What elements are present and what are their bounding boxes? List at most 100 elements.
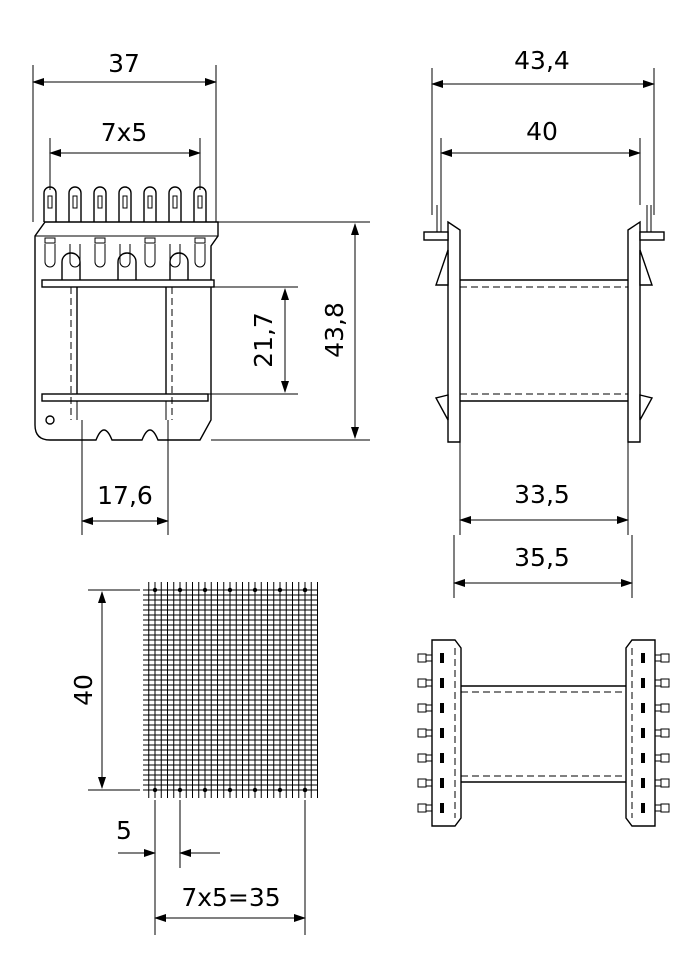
front-pin-hole [172, 195, 178, 209]
front-bottom-flange [41, 393, 209, 402]
dim-label-7x5: 7x5 [101, 118, 148, 147]
front-top-flange [41, 279, 215, 288]
front-hole [45, 415, 55, 425]
top-pin-right-slot [641, 778, 645, 788]
top-pin-right-inner [654, 654, 662, 662]
grid-pin-dot [227, 787, 233, 793]
grid-pin-dot [202, 787, 208, 793]
front-pin [143, 186, 157, 222]
top-pin-right-outer [660, 678, 670, 688]
top-pin-left-slot [440, 753, 444, 763]
dim-label-35-5: 35,5 [514, 543, 570, 572]
top-pin-left-slot [440, 678, 444, 688]
top-pin-right-slot [641, 653, 645, 663]
top-pin-right-slot [641, 753, 645, 763]
front-pin [193, 186, 207, 222]
dim-label-43-8: 43,8 [320, 302, 349, 358]
top-pin-right-outer [660, 778, 670, 788]
top-pin-right-inner [654, 729, 662, 737]
front-pin-guide [194, 244, 206, 268]
front-pin [168, 186, 182, 222]
front-pin-hole [47, 195, 53, 209]
side-view: 43,4 40 33,5 35,5 [423, 46, 665, 598]
front-pin-hole [72, 195, 78, 209]
dim-label-37: 37 [108, 49, 140, 78]
front-pin-slot [94, 237, 106, 244]
top-pin-right-outer [660, 803, 670, 813]
top-view [417, 639, 670, 827]
top-pin-right-inner [654, 804, 662, 812]
top-pin-left-outer [417, 803, 427, 813]
grid-pin-dots [152, 587, 308, 793]
top-pin-left-outer [417, 653, 427, 663]
front-pin-hole [97, 195, 103, 209]
side-right-lip-bottom [639, 394, 654, 421]
top-pin-left-outer [417, 703, 427, 713]
grid-pin-dot [152, 587, 158, 593]
front-pin-guide [69, 244, 81, 268]
top-view-pins [417, 653, 670, 813]
front-pin-guides [44, 237, 206, 280]
side-left-pin-base [423, 231, 449, 241]
grid-pin-dot [252, 787, 258, 793]
dim-label-17-6: 17,6 [97, 481, 153, 510]
side-right-pin-base [639, 231, 665, 241]
grid-pin-dot [277, 787, 283, 793]
top-pin-right-slot [641, 678, 645, 688]
front-pin [43, 186, 57, 222]
side-right-lip-top [639, 249, 653, 286]
front-pin-hole [147, 195, 153, 209]
front-bump [61, 252, 81, 280]
grid-pin-dot [177, 787, 183, 793]
dim-label-33-5: 33,5 [514, 480, 570, 509]
top-pin-left-slot [440, 703, 444, 713]
front-pin-guide [144, 244, 156, 268]
grid-pin-dot [252, 587, 258, 593]
grid-pin-dot [227, 587, 233, 593]
front-bump [117, 252, 137, 280]
front-pin [118, 186, 132, 222]
top-pin-right-inner [654, 754, 662, 762]
front-pin-slot [144, 237, 156, 244]
top-pin-left-slot [440, 778, 444, 788]
side-left-lip-top [435, 249, 449, 286]
dim-label-grid-5: 5 [116, 816, 132, 845]
top-pin-left-inner [425, 779, 433, 787]
top-pin-left-inner [425, 804, 433, 812]
grid-pin-dot [202, 587, 208, 593]
top-pin-left-inner [425, 654, 433, 662]
top-pin-right-outer [660, 653, 670, 663]
side-right-flange [627, 220, 641, 443]
front-pin-guide [169, 244, 181, 268]
top-pin-left-outer [417, 778, 427, 788]
top-left-plate [431, 639, 462, 827]
top-pin-right-slot [641, 728, 645, 738]
dim-label-grid-35: 7x5=35 [181, 883, 280, 912]
front-body-outline [34, 221, 219, 441]
top-pin-right-slot [641, 703, 645, 713]
dim-label-21-7: 21,7 [249, 312, 278, 368]
side-left-lip-bottom [434, 394, 449, 421]
front-pin-guide [44, 244, 56, 268]
top-pin-left-inner [425, 704, 433, 712]
front-pin [68, 186, 82, 222]
top-pin-left-inner [425, 729, 433, 737]
front-bump [169, 252, 189, 280]
front-view: 37 7x5 43,8 21,7 17,6 [32, 49, 370, 535]
top-pin-right-inner [654, 704, 662, 712]
grid-pin-dot [302, 587, 308, 593]
front-pin [93, 186, 107, 222]
front-pin-slot [194, 237, 206, 244]
dim-label-40: 40 [526, 117, 558, 146]
grid-pin-dot [302, 787, 308, 793]
front-pin-guide [119, 244, 131, 268]
top-pin-left-outer [417, 678, 427, 688]
top-pin-right-inner [654, 779, 662, 787]
front-pins [43, 186, 207, 222]
grid-pin-dot [152, 787, 158, 793]
side-left-flange [447, 220, 461, 443]
top-pin-left-outer [417, 753, 427, 763]
grid-pin-dot [277, 587, 283, 593]
top-pin-right-outer [660, 728, 670, 738]
